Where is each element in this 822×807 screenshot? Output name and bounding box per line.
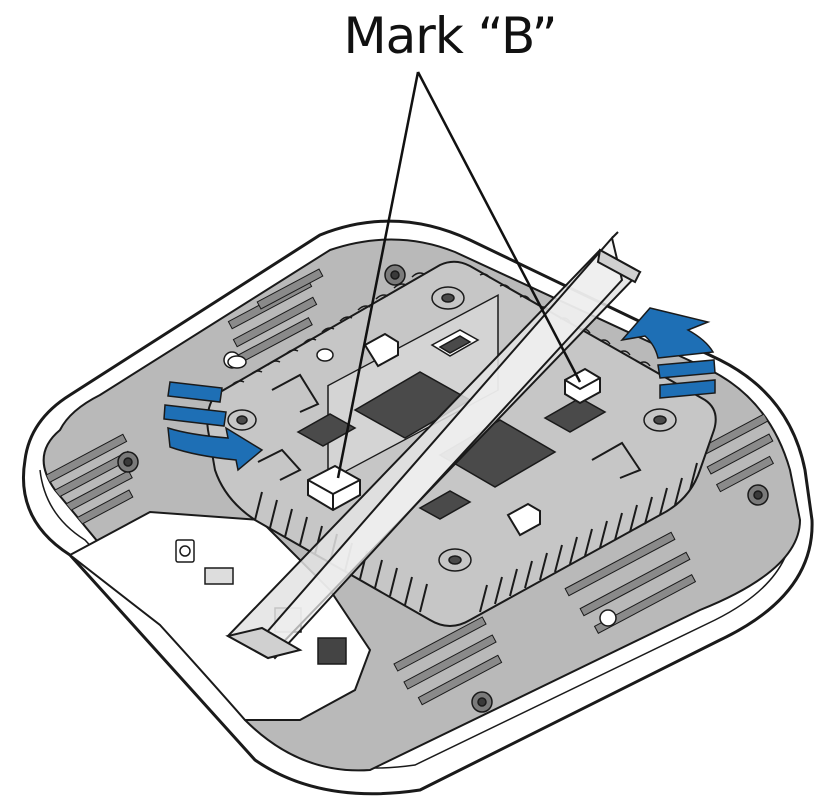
curved-arrow-up-icon [620,307,716,399]
leader-lines [336,71,582,479]
tray-screw-holes [117,264,769,713]
curved-arrow-down-icon [163,381,264,472]
plate-hooks [257,332,642,537]
plate-windows [296,294,607,520]
power-port [175,539,195,563]
usb-port [204,567,234,585]
leader-line-left [336,71,420,479]
mark-b-latch-right [564,367,601,405]
ethernet-port-2 [317,637,347,665]
leader-line-right [416,71,582,383]
plate-bosses [227,286,677,572]
alignment-rail [225,231,642,660]
mark-b-callout-label: Mark “B” [343,7,557,65]
vent-slots [43,268,775,706]
port-cutout [68,510,372,721]
mark-b-latch-left [307,464,361,512]
